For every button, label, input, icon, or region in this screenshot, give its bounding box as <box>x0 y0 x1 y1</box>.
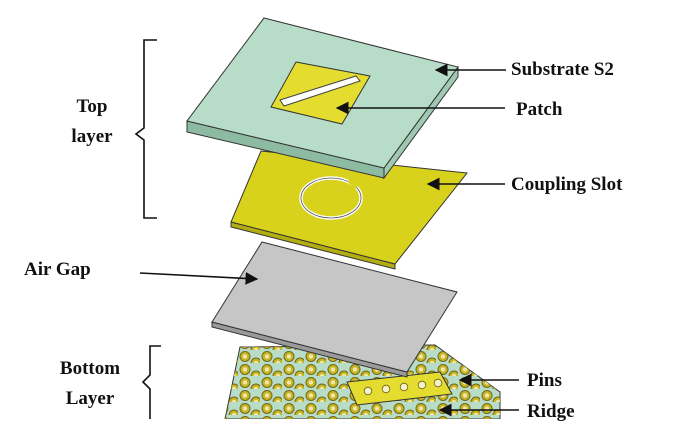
ridge-bar <box>346 371 453 406</box>
top-layer-label-line1: Top <box>76 96 108 117</box>
bottom-layer-bracket <box>141 345 161 419</box>
patch-label: Patch <box>516 99 563 120</box>
top-layer-label: Top layer <box>52 96 132 148</box>
bottom-layer-label-line1: Bottom <box>59 358 121 379</box>
top-layer-bracket <box>134 39 157 219</box>
air-gap-label: Air Gap <box>24 259 91 280</box>
patch-slot <box>279 75 361 107</box>
pins-label: Pins <box>527 370 562 391</box>
ridge-holes <box>363 378 443 396</box>
ridge-label: Ridge <box>527 401 575 422</box>
air-gap-sheet <box>211 241 458 378</box>
bottom-pin-plate <box>224 344 501 419</box>
substrate-s2-block <box>186 17 459 180</box>
coupling-slot-label: Coupling Slot <box>511 174 623 195</box>
air-gap-arrow <box>139 272 259 285</box>
top-layer-label-line2: layer <box>71 126 113 147</box>
coupling-slot-plane <box>230 150 468 270</box>
bottom-layer-label: Bottom Layer <box>42 358 138 410</box>
substrate-s2-label: Substrate S2 <box>511 59 614 80</box>
bottom-layer-label-line2: Layer <box>65 388 115 409</box>
